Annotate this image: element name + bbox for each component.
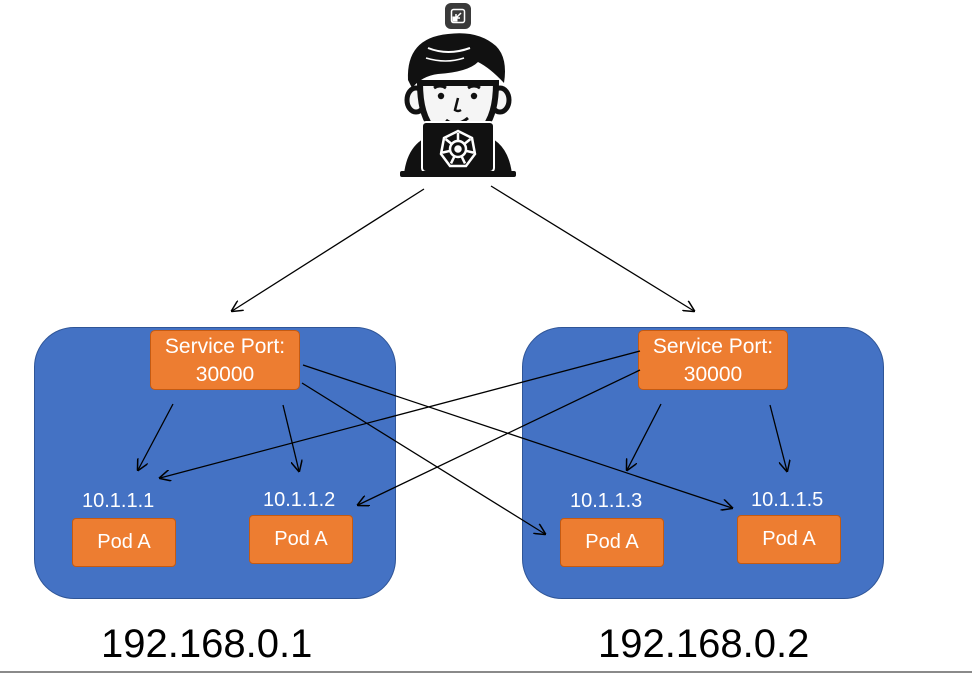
developer-with-kubernetes-laptop-icon xyxy=(400,33,516,177)
node-ip-label: 192.168.0.2 xyxy=(598,622,810,666)
pod-box: Pod A xyxy=(737,515,841,564)
arrow-svc1-to-pod2 xyxy=(282,404,299,471)
pod-ip: 10.1.1.2 xyxy=(263,489,336,511)
node-ip-label: 192.168.0.1 xyxy=(101,622,313,666)
popout-button[interactable] xyxy=(445,3,471,29)
arrow-svc1-to-pod1 xyxy=(138,403,174,470)
pod-ip: 10.1.1.3 xyxy=(570,490,643,512)
arrow-svc2-to-pod3 xyxy=(627,403,662,470)
arrow-svc1-to-pod3 xyxy=(301,382,545,534)
service-port-label: Service Port: xyxy=(652,335,774,358)
service-port-label: Service Port: xyxy=(164,335,286,358)
arrow-svc2-to-pod5 xyxy=(769,404,787,471)
pod-box: Pod A xyxy=(249,515,353,564)
pod-ip: 10.1.1.5 xyxy=(751,489,824,511)
arrow-svc1-to-pod5 xyxy=(302,364,732,508)
pod-box: Pod A xyxy=(72,518,176,567)
arrow-svc2-to-pod2 xyxy=(358,369,641,505)
popout-icon xyxy=(450,8,466,24)
pod-box: Pod A xyxy=(560,518,664,567)
service-port-node-1: Service Port: 30000 xyxy=(150,330,300,390)
service-port-value: 30000 xyxy=(195,363,255,386)
service-port-value: 30000 xyxy=(683,363,743,386)
arrow-user-to-node-1 xyxy=(232,188,425,311)
service-port-node-2: Service Port: 30000 xyxy=(638,330,788,390)
arrow-svc2-to-pod1 xyxy=(160,350,641,478)
divider xyxy=(0,671,972,673)
pod-ip: 10.1.1.1 xyxy=(82,490,155,512)
arrow-user-to-node-2 xyxy=(490,185,694,311)
